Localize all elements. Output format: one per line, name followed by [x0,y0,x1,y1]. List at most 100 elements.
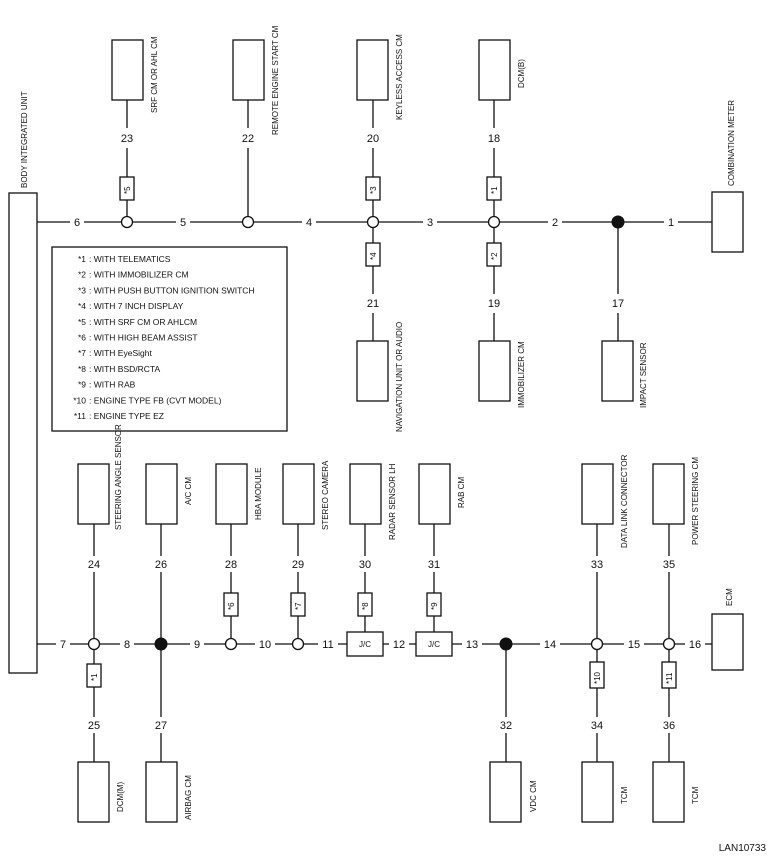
junction-node [241,215,255,229]
wire-num-36: 36 [663,720,675,732]
junction-node [87,637,101,651]
legend-text: : WITH BSD/RCTA [89,364,160,374]
legend-text: : WITH HIGH BEAM ASSIST [89,333,198,343]
tcm-box-1 [581,761,614,823]
legend-text: : WITH 7 INCH DISPLAY [89,301,184,311]
airbag-cm-label: AIRBAG CM [184,775,193,820]
keyless-access-box [356,39,389,101]
wire-num-25: 25 [88,720,100,732]
legend-box [51,246,288,432]
segment-num-7: 7 [60,639,66,651]
steering-angle-sensor-label: STEERING ANGLE SENSOR [114,424,123,530]
option-marker-8-box [357,592,373,617]
wire-num-19: 19 [488,298,500,310]
segment-num-16: 16 [689,639,701,651]
junction-node [291,637,305,651]
segment-num-6: 6 [74,217,80,229]
wire-num-22: 22 [242,133,254,145]
wire-num-24: 24 [88,559,100,571]
srf-cm-box [111,39,144,101]
option-marker-10: *10 [593,671,602,684]
remote-engine-start-box [232,39,265,101]
segment-num-13: 13 [466,639,478,651]
option-marker-7: *7 [294,602,303,610]
legend-text: : WITH SRF CM OR AHLCM [89,317,197,327]
option-marker-2: *2 [490,252,499,260]
legend-mark: *7 [78,348,86,358]
combination-meter-box [711,191,744,253]
legend-mark: *3 [78,285,86,295]
body-integrated-unit-box [8,192,38,674]
junction-node [590,637,604,651]
option-marker-7-box [290,592,306,617]
junction-node [662,637,676,651]
wire-num-35: 35 [663,559,675,571]
immobilizer-cm-box [478,340,511,402]
steering-angle-sensor-box [77,463,110,525]
joint-connector-b-label: J/C [428,640,440,649]
option-marker-5-box [119,176,135,201]
segment-num-15: 15 [628,639,640,651]
legend-mark: *4 [78,301,86,311]
legend-mark: *2 [78,270,86,280]
remote-engine-start-label: REMOTE ENGINE START CM [271,25,280,135]
tcm-label-1: TCM [620,786,629,804]
option-marker-4-box [365,242,381,267]
legend-mark: *1 [78,254,86,264]
stereo-camera-box [282,463,315,525]
segment-num-14: 14 [544,639,556,651]
ecm-box [711,613,744,671]
impact-sensor-box [601,340,634,402]
junction-node [487,215,501,229]
legend-mark: *8 [78,364,86,374]
legend-mark: *5 [78,317,86,327]
segment-num-1: 1 [668,217,674,229]
option-marker-6-box [223,592,239,617]
wire-num-29: 29 [292,559,304,571]
wire-num-28: 28 [225,559,237,571]
option-marker-5: *5 [123,186,132,194]
airbag-cm-box [145,761,178,823]
junction-node-solid [499,637,513,651]
wire-num-18: 18 [488,133,500,145]
option-marker-2-box [486,242,502,267]
legend-mark: *6 [78,333,86,343]
vdc-cm-box [489,761,522,823]
segment-num-11: 11 [322,639,333,651]
legend-mark: *10 [73,395,86,405]
srf-cm-label: SRF CM OR AHL CM [150,36,159,113]
option-marker-6: *6 [227,602,236,610]
data-link-connector-label: DATA LINK CONNECTOR [620,454,629,548]
legend-text: : WITH RAB [89,380,136,390]
combination-meter-label: COMBINATION METER [727,100,736,186]
stereo-camera-label: STEREO CAMERA [321,460,330,530]
wire-num-23: 23 [121,133,133,145]
wire-num-20: 20 [367,133,379,145]
hba-module-box [215,463,248,525]
legend-text: : WITH EyeSight [89,348,152,358]
segment-num-8: 8 [124,639,130,651]
wire-num-26: 26 [155,559,167,571]
legend-text: : WITH TELEMATICS [89,254,171,264]
rab-cm-box [418,463,451,525]
body-integrated-unit-label: BODY INTEGRATED UNIT [20,91,29,188]
ecm-label: ECM [725,588,734,606]
navigation-unit-label: NAVIGATION UNIT OR AUDIO [395,322,404,432]
segment-num-5: 5 [180,217,186,229]
hba-module-label: HBA MODULE [254,468,263,520]
option-marker-10-box [589,661,605,689]
segment-num-2: 2 [552,217,558,229]
option-marker-8: *8 [361,602,370,610]
option-marker-1a: *1 [490,186,499,194]
segment-num-12: 12 [393,639,405,651]
junction-node [366,215,380,229]
wire-num-17: 17 [612,298,624,310]
option-marker-4: *4 [369,252,378,260]
figure-id: LAN10733 [719,843,767,854]
rab-cm-label: RAB CM [457,477,466,508]
wire-num-33: 33 [591,559,603,571]
option-marker-9: *9 [430,602,439,610]
legend-mark: *9 [78,380,86,390]
option-marker-1b: *1 [90,673,99,681]
